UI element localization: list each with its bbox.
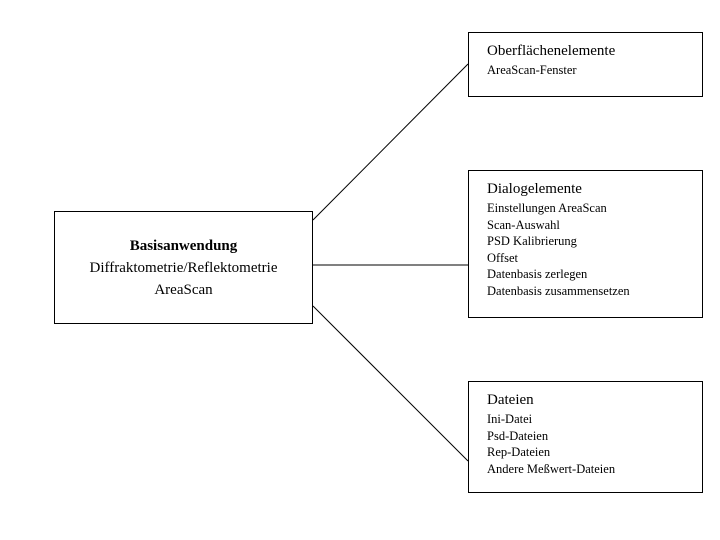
box-dateien: Dateien Ini-Datei Psd-Dateien Rep-Dateie…	[468, 381, 703, 493]
box-item: Einstellungen AreaScan	[487, 201, 607, 215]
box-item: AreaScan-Fenster	[487, 63, 577, 77]
box-title: Oberflächenelemente	[487, 43, 616, 59]
box-item: Datenbasis zerlegen	[487, 267, 588, 281]
main-box-title: Basisanwendung	[129, 237, 238, 254]
box-dialogelemente: Dialogelemente Einstellungen AreaScan Sc…	[468, 170, 703, 318]
box-item: PSD Kalibrierung	[487, 234, 577, 248]
box-item: Offset	[487, 250, 519, 265]
box-title: Dialogelemente	[487, 181, 582, 197]
box-title: Dateien	[487, 392, 534, 408]
main-box-basisanwendung: Basisanwendung Diffraktometrie/Reflektom…	[54, 211, 313, 324]
main-box-line: AreaScan	[154, 281, 213, 298]
box-item: Rep-Dateien	[487, 445, 551, 459]
main-box-line: Diffraktometrie/Reflektometrie	[89, 259, 278, 276]
box-oberflaechenelemente: Oberflächenelemente AreaScan-Fenster	[468, 32, 703, 97]
connector-to-dateien	[312, 305, 469, 462]
box-item: Andere Meßwert-Dateien	[487, 461, 616, 476]
box-item: Ini-Datei	[487, 412, 533, 426]
box-item: Scan-Auswahl	[487, 217, 560, 232]
box-item: Psd-Dateien	[487, 428, 549, 443]
connector-to-oberflaechenelemente	[312, 63, 469, 221]
box-item: Datenbasis zusammensetzen	[487, 283, 630, 298]
